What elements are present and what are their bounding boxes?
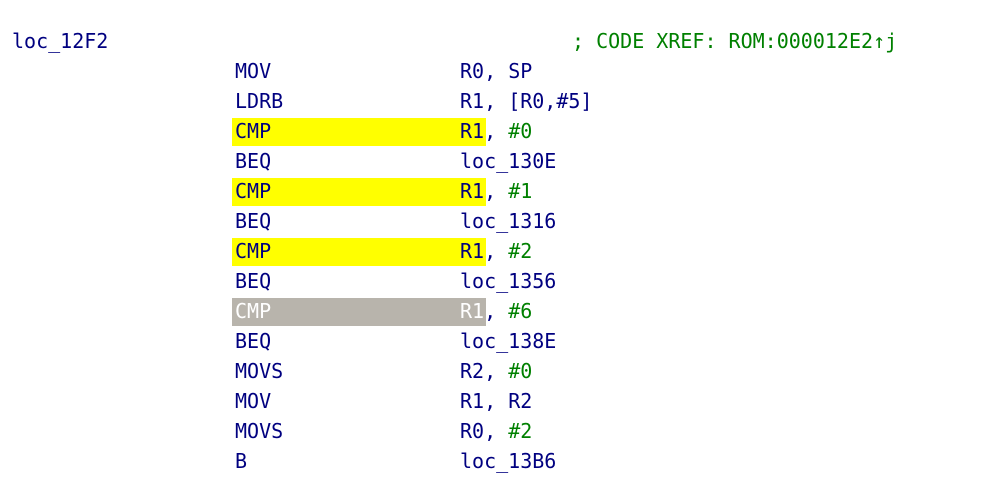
- operand-register[interactable]: R1: [460, 299, 485, 323]
- mnemonic[interactable]: MOV: [235, 389, 272, 413]
- instruction-row[interactable]: BEQ loc_1316: [0, 206, 993, 236]
- operand-register[interactable]: R1: [460, 89, 485, 113]
- mnemonic[interactable]: CMP: [235, 179, 272, 203]
- branch-target[interactable]: loc_1356: [460, 269, 557, 293]
- operand-separator: ,: [484, 299, 509, 323]
- operand-register[interactable]: R1: [460, 389, 485, 413]
- mnemonic[interactable]: CMP: [235, 239, 272, 263]
- instruction-row[interactable]: MOV R0, SP: [0, 56, 993, 86]
- instruction-row[interactable]: B loc_13B6: [0, 446, 993, 476]
- instruction-row[interactable]: BEQ loc_138E: [0, 326, 993, 356]
- instruction-row[interactable]: CMP R1, #2: [0, 236, 993, 266]
- operand-register[interactable]: R1: [460, 179, 485, 203]
- branch-target[interactable]: loc_138E: [460, 329, 557, 353]
- mnemonic[interactable]: BEQ: [235, 209, 272, 233]
- mnemonic[interactable]: MOVS: [235, 419, 284, 443]
- operands[interactable]: loc_138E: [460, 326, 556, 356]
- operand-register[interactable]: R0: [460, 419, 485, 443]
- operand-separator: ,: [484, 389, 509, 413]
- mnemonic[interactable]: CMP: [235, 299, 272, 323]
- branch-target[interactable]: loc_1316: [460, 209, 557, 233]
- instruction-row[interactable]: MOV R1, R2: [0, 386, 993, 416]
- mnemonic[interactable]: LDRB: [235, 89, 284, 113]
- xref-comment[interactable]: ; CODE XREF: ROM:000012E2↑j: [572, 29, 898, 53]
- mnemonic[interactable]: B: [235, 449, 248, 473]
- operand-value[interactable]: #0: [508, 119, 533, 143]
- operands[interactable]: R0, #2: [460, 416, 532, 446]
- operand-separator: ,: [484, 89, 509, 113]
- mnemonic[interactable]: MOVS: [235, 359, 284, 383]
- operand-separator: ,: [484, 359, 509, 383]
- mnemonic[interactable]: BEQ: [235, 329, 272, 353]
- operand-value[interactable]: #6: [508, 299, 533, 323]
- operand-value[interactable]: [R0,#5]: [508, 89, 593, 113]
- mnemonic[interactable]: BEQ: [235, 149, 272, 173]
- operands[interactable]: R2, #0: [460, 356, 532, 386]
- operands[interactable]: R0, SP: [460, 56, 532, 86]
- operand-separator: ,: [484, 419, 509, 443]
- operands[interactable]: loc_1356: [460, 266, 556, 296]
- operand-separator: ,: [484, 59, 509, 83]
- instruction-row[interactable]: CMP R1, #1: [0, 176, 993, 206]
- instruction-row[interactable]: CMP R1, #6: [0, 296, 993, 326]
- mnemonic[interactable]: BEQ: [235, 269, 272, 293]
- branch-target[interactable]: loc_130E: [460, 149, 557, 173]
- operands[interactable]: loc_1316: [460, 206, 556, 236]
- operands[interactable]: R1, #2: [460, 236, 532, 266]
- operand-value[interactable]: #0: [508, 359, 533, 383]
- instruction-row[interactable]: BEQ loc_130E: [0, 146, 993, 176]
- instruction-row[interactable]: MOVS R0, #2: [0, 416, 993, 446]
- operands[interactable]: R1, R2: [460, 386, 532, 416]
- mnemonic[interactable]: CMP: [235, 119, 272, 143]
- instruction-row[interactable]: CMP R1, #0: [0, 116, 993, 146]
- operands[interactable]: loc_130E: [460, 146, 556, 176]
- operands[interactable]: R1, [R0,#5]: [460, 86, 592, 116]
- instruction-row[interactable]: BEQ loc_1356: [0, 266, 993, 296]
- code-label[interactable]: loc_12F2: [12, 29, 109, 53]
- operand-value[interactable]: #2: [508, 419, 533, 443]
- operand-register[interactable]: R1: [460, 239, 485, 263]
- operand-register[interactable]: R1: [460, 119, 485, 143]
- operand-value[interactable]: #2: [508, 239, 533, 263]
- selection-highlight: [232, 238, 486, 266]
- instruction-row[interactable]: LDRB R1, [R0,#5]: [0, 86, 993, 116]
- operand-separator: ,: [484, 239, 509, 263]
- operand-value[interactable]: R2: [508, 389, 533, 413]
- operand-value[interactable]: SP: [508, 59, 533, 83]
- operands[interactable]: loc_13B6: [460, 446, 556, 476]
- operand-separator: ,: [484, 179, 509, 203]
- operands[interactable]: R1, #0: [460, 116, 532, 146]
- branch-target[interactable]: loc_13B6: [460, 449, 557, 473]
- operand-register[interactable]: R0: [460, 59, 485, 83]
- operand-register[interactable]: R2: [460, 359, 485, 383]
- operand-separator: ,: [484, 119, 509, 143]
- operands[interactable]: R1, #6: [460, 296, 532, 326]
- operand-value[interactable]: #1: [508, 179, 533, 203]
- selection-highlight: [232, 118, 486, 146]
- mnemonic[interactable]: MOV: [235, 59, 272, 83]
- operands[interactable]: R1, #1: [460, 176, 532, 206]
- selection-highlight: [232, 298, 486, 326]
- instruction-row[interactable]: MOVS R2, #0: [0, 356, 993, 386]
- selection-highlight: [232, 178, 486, 206]
